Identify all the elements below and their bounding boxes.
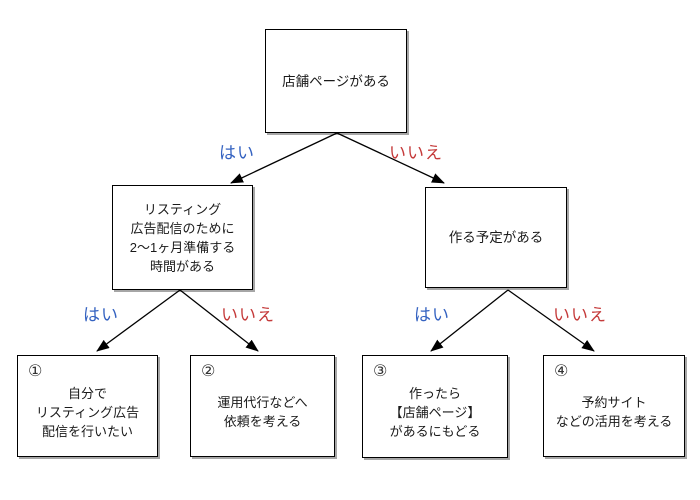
node-text-line: 2〜1ヶ月準備する xyxy=(129,239,236,255)
node-result-4-use-booking-sites: ④ 予約サイト などの活用を考える xyxy=(543,355,685,457)
node-text-line: 運用代行などへ xyxy=(217,395,308,410)
node-result-1-self-run-ads: ① 自分で リスティング広告 配信を行いたい xyxy=(17,355,158,457)
node-text-line: 予約サイト xyxy=(581,395,647,410)
edge-label-yes-root-left: はい xyxy=(219,143,255,163)
node-plan-to-create: 作る予定がある xyxy=(425,187,567,288)
circled-number-4: ④ xyxy=(554,363,569,380)
edge-label-yes-plan-left: はい xyxy=(414,305,450,325)
arrow-root-to-listing xyxy=(230,132,338,184)
circled-number-1: ① xyxy=(28,363,43,380)
arrow-plan-to-result4 xyxy=(507,289,595,352)
edge-label-yes-listing-left: はい xyxy=(83,305,119,325)
node-text-line: 作る予定がある xyxy=(448,230,544,245)
node-text-line: リスティング広告 xyxy=(35,404,140,420)
circled-number-3: ③ xyxy=(373,363,388,380)
circled-number-2: ② xyxy=(201,363,216,380)
node-text-line: 依頼を考える xyxy=(223,414,302,429)
arrow-listing-to-result1 xyxy=(96,289,181,352)
node-text-line: があるにもどる xyxy=(389,424,481,439)
node-text-line: 自分で xyxy=(67,385,107,401)
node-text-line: 店舗ページがある xyxy=(282,73,390,89)
edge-label-no-plan-right: いいえ xyxy=(553,305,607,325)
arrow-root-to-plan xyxy=(336,132,445,184)
node-text-line: 配信を行いたい xyxy=(41,423,133,439)
node-text-line: 作ったら xyxy=(408,386,461,401)
node-text-line: リスティング xyxy=(143,201,222,217)
arrow-plan-to-result3 xyxy=(430,289,509,352)
edge-label-no-listing-right: いいえ xyxy=(221,305,275,325)
arrow-listing-to-result2 xyxy=(179,289,259,352)
node-text-line: などの活用を考える xyxy=(555,414,673,429)
node-text-line: 広告配信のために xyxy=(130,220,235,236)
node-result-2-outsource-agency: ② 運用代行などへ 依頼を考える xyxy=(190,355,335,457)
node-result-3-return-after-creating: ③ 作ったら 【店舗ページ】 があるにもどる xyxy=(362,355,508,458)
node-text-line: 時間がある xyxy=(149,258,215,274)
node-text-line: 【店舗ページ】 xyxy=(389,405,481,420)
node-listing-ad-prep-time: リスティング 広告配信のために 2〜1ヶ月準備する 時間がある xyxy=(112,185,253,290)
edge-label-no-root-right: いいえ xyxy=(389,143,443,163)
node-store-page-exists: 店舗ページがある xyxy=(265,29,407,133)
